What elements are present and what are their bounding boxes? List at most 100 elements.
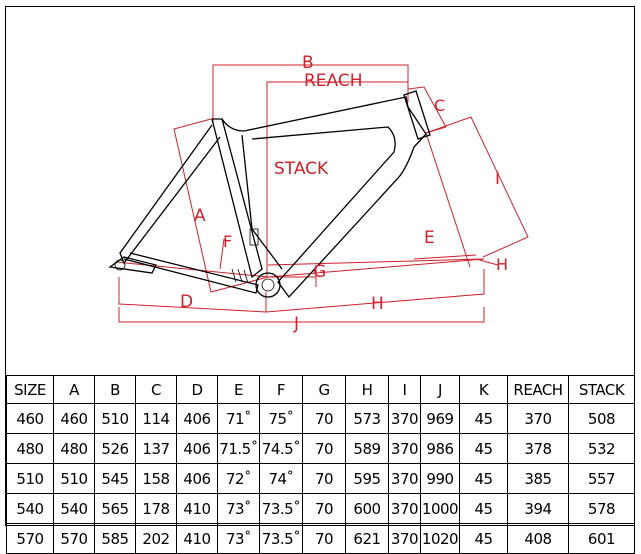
label-j: J (293, 314, 299, 334)
table-cell: 45 (459, 433, 508, 464)
table-cell: 578 (568, 493, 635, 524)
header-cell: H (345, 375, 389, 404)
header-cell: E (217, 375, 260, 404)
table-cell: 986 (420, 433, 460, 464)
table-cell: 480 (6, 433, 54, 464)
header-cell: C (135, 375, 177, 404)
table-cell: 370 (388, 403, 421, 434)
table-cell: 71˚ (217, 403, 260, 434)
header-cell: SIZE (6, 375, 54, 404)
table-cell: 72˚ (217, 463, 260, 494)
frame-geometry-drawing: B REACH C STACK I A F E G H D H J (108, 53, 529, 334)
label-h-bottom: H (371, 294, 384, 314)
table-cell: 70 (302, 463, 346, 494)
header-cell: K (459, 375, 508, 404)
header-cell: A (53, 375, 95, 404)
table-cell: 71.5˚ (217, 433, 260, 464)
label-d: D (180, 292, 193, 312)
table-cell: 370 (388, 463, 421, 494)
table-cell: 75˚ (259, 403, 303, 434)
table-cell: 70 (302, 403, 346, 434)
table-cell: 406 (176, 433, 218, 464)
table-cell: 410 (176, 493, 218, 524)
table-cell: 573 (345, 403, 389, 434)
table-cell: 45 (459, 463, 508, 494)
table-cell: 565 (94, 493, 136, 524)
table-cell: 589 (345, 433, 389, 464)
table-cell: 45 (459, 493, 508, 524)
header-cell: J (420, 375, 460, 404)
table-cell: 406 (176, 463, 218, 494)
table-cell: 406 (176, 403, 218, 434)
table-cell: 74.5˚ (259, 433, 303, 464)
header-cell: REACH (507, 375, 569, 404)
table-cell: 410 (176, 523, 218, 554)
label-b: B (302, 53, 314, 73)
table-cell: 178 (135, 493, 177, 524)
table-cell: 378 (507, 433, 569, 464)
header-cell: F (259, 375, 303, 404)
table-cell: 70 (302, 523, 346, 554)
table-cell: 1020 (420, 523, 460, 554)
table-cell: 540 (53, 493, 95, 524)
table-cell: 74˚ (259, 463, 303, 494)
table-cell: 969 (420, 403, 460, 434)
table-cell: 526 (94, 433, 136, 464)
table-cell: 990 (420, 463, 460, 494)
table-cell: 73.5˚ (259, 493, 303, 524)
label-e: E (424, 228, 435, 248)
table-cell: 73˚ (217, 493, 260, 524)
table-cell: 70 (302, 493, 346, 524)
dimension-lines (115, 64, 529, 323)
header-cell: D (176, 375, 218, 404)
table-cell: 601 (568, 523, 635, 554)
table-cell: 73˚ (217, 523, 260, 554)
header-cell: G (302, 375, 346, 404)
table-cell: 621 (345, 523, 389, 554)
table-cell: 508 (568, 403, 635, 434)
header-cell: B (94, 375, 136, 404)
table-cell: 370 (388, 433, 421, 464)
table-cell: 585 (94, 523, 136, 554)
table-cell: 202 (135, 523, 177, 554)
geometry-sheet: B REACH C STACK I A F E G H D H J SIZE A… (5, 6, 635, 554)
label-stack: STACK (274, 159, 329, 179)
table-cell: 460 (6, 403, 54, 434)
table-cell: 408 (507, 523, 569, 554)
table-cell: 510 (53, 463, 95, 494)
table-cell: 545 (94, 463, 136, 494)
table-cell: 158 (135, 463, 177, 494)
table-cell: 370 (388, 493, 421, 524)
table-cell: 600 (345, 493, 389, 524)
table-cell: 540 (6, 493, 54, 524)
header-cell: STACK (568, 375, 635, 404)
table-cell: 1000 (420, 493, 460, 524)
table-cell: 70 (302, 433, 346, 464)
table-cell: 370 (507, 403, 569, 434)
dimension-labels: B REACH C STACK I A F E G H D H J (180, 53, 508, 334)
table-cell: 73.5˚ (259, 523, 303, 554)
label-i: I (495, 169, 500, 189)
table-cell: 45 (459, 523, 508, 554)
label-h: H (496, 255, 508, 274)
table-cell: 595 (345, 463, 389, 494)
table-cell: 510 (6, 463, 54, 494)
table-header-row: SIZE A B C D E F G H I J K REACH STACK (6, 375, 635, 404)
table-body: SIZE A B C D E F G H I J K REACH STACK 4… (6, 375, 635, 554)
table-cell: 532 (568, 433, 635, 464)
label-a: A (194, 206, 206, 226)
table-cell: 557 (568, 463, 635, 494)
label-f: F (223, 232, 232, 251)
table-cell: 510 (94, 403, 136, 434)
header-cell: I (388, 375, 421, 404)
label-g: G (313, 262, 326, 282)
label-reach: REACH (304, 71, 363, 91)
table-cell: 385 (507, 463, 569, 494)
table-cell: 480 (53, 433, 95, 464)
table-cell: 570 (6, 523, 54, 554)
